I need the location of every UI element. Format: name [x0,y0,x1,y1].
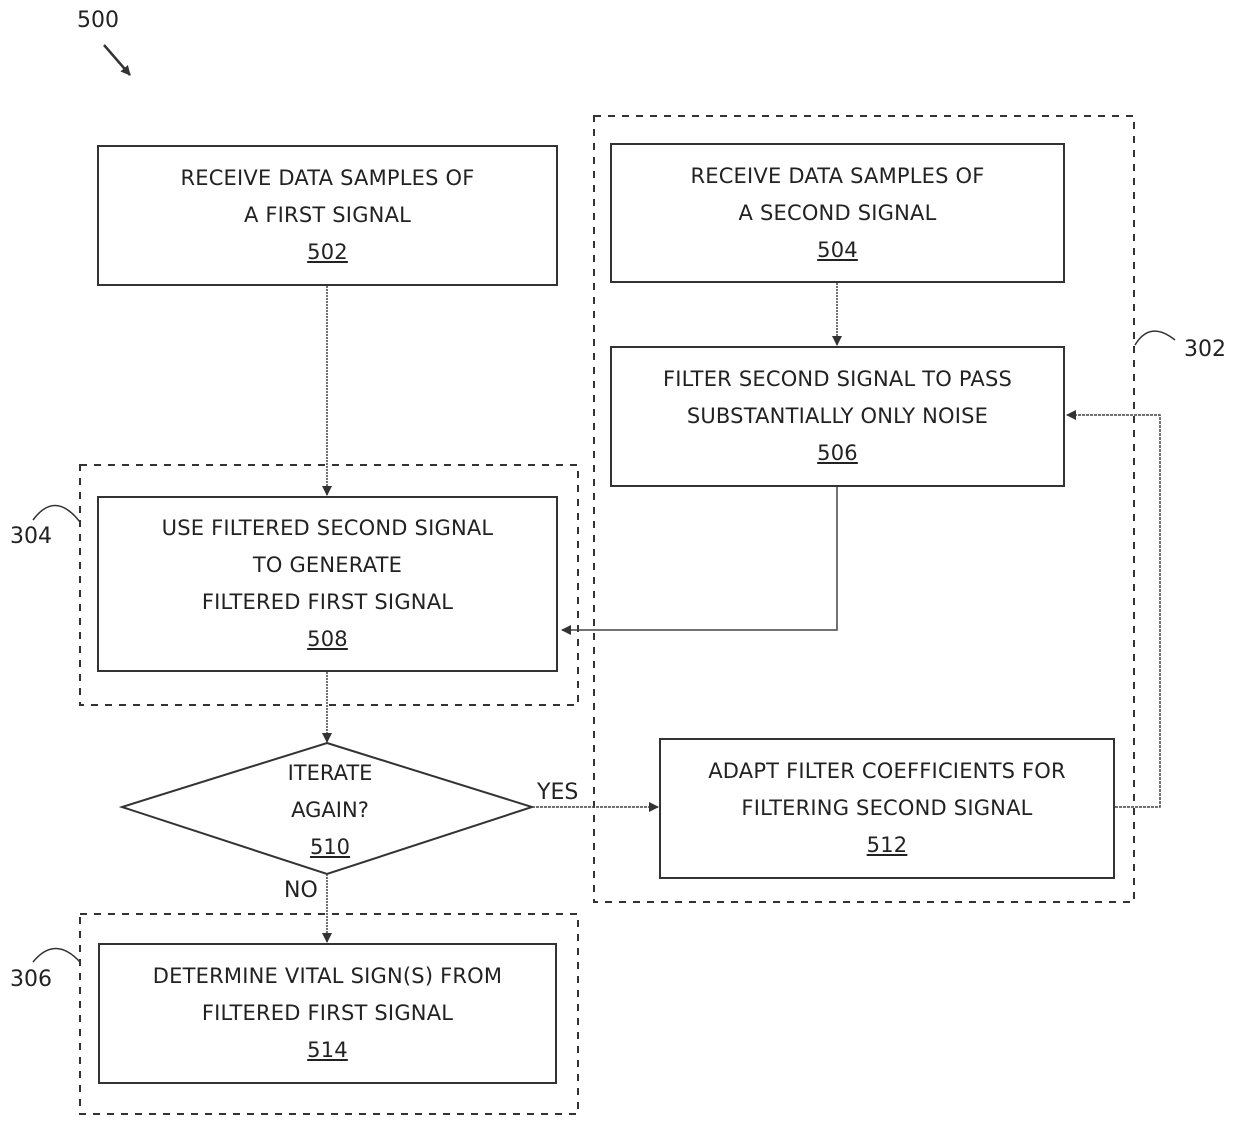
group-302-leader [1135,331,1175,345]
step-508-line-1: USE FILTERED SECOND SIGNAL [162,510,494,547]
figure-pointer-arrow [104,45,130,75]
step-506-line-1: FILTER SECOND SIGNAL TO PASS [663,361,1012,398]
step-508-generate-filtered-first-signal: USE FILTERED SECOND SIGNAL TO GENERATE F… [97,496,558,672]
step-514-determine-vital-signs: DETERMINE VITAL SIGN(S) FROM FILTERED FI… [98,943,557,1084]
group-306-label: 306 [10,967,52,992]
step-508-line-2: TO GENERATE [253,547,402,584]
edge-no-label: NO [284,878,318,903]
step-506-filter-second-signal: FILTER SECOND SIGNAL TO PASS SUBSTANTIAL… [610,346,1065,487]
edge-yes-label: YES [537,780,578,805]
decision-510-line-1: ITERATE [230,755,430,792]
decision-510-text: ITERATE AGAIN? 510 [230,755,430,866]
group-304-label: 304 [10,524,52,549]
group-304-leader [33,505,80,522]
step-514-line-2: FILTERED FIRST SIGNAL [202,995,453,1032]
step-508-ref: 508 [307,621,348,658]
step-506-ref: 506 [817,435,858,472]
step-514-ref: 514 [307,1032,348,1069]
decision-510-ref: 510 [230,829,430,866]
decision-510-line-2: AGAIN? [230,792,430,829]
step-512-line-2: FILTERING SECOND SIGNAL [741,790,1032,827]
step-514-line-1: DETERMINE VITAL SIGN(S) FROM [153,958,502,995]
group-306-leader [33,949,80,963]
step-508-line-3: FILTERED FIRST SIGNAL [202,584,453,621]
step-512-line-1: ADAPT FILTER COEFFICIENTS FOR [708,753,1066,790]
step-502-receive-first-signal: RECEIVE DATA SAMPLES OF A FIRST SIGNAL 5… [97,145,558,286]
step-504-line-1: RECEIVE DATA SAMPLES OF [690,158,984,195]
step-504-line-2: A SECOND SIGNAL [739,195,937,232]
step-502-ref: 502 [307,234,348,271]
step-512-adapt-filter-coefficients: ADAPT FILTER COEFFICIENTS FOR FILTERING … [659,738,1115,879]
group-302-label: 302 [1184,337,1226,362]
edge-506-to-508 [562,487,837,630]
step-504-receive-second-signal: RECEIVE DATA SAMPLES OF A SECOND SIGNAL … [610,143,1065,283]
step-506-line-2: SUBSTANTIALLY ONLY NOISE [687,398,988,435]
step-512-ref: 512 [867,827,908,864]
figure-number-label: 500 [77,8,119,33]
step-504-ref: 504 [817,232,858,269]
step-502-line-2: A FIRST SIGNAL [244,197,411,234]
step-502-line-1: RECEIVE DATA SAMPLES OF [180,160,474,197]
